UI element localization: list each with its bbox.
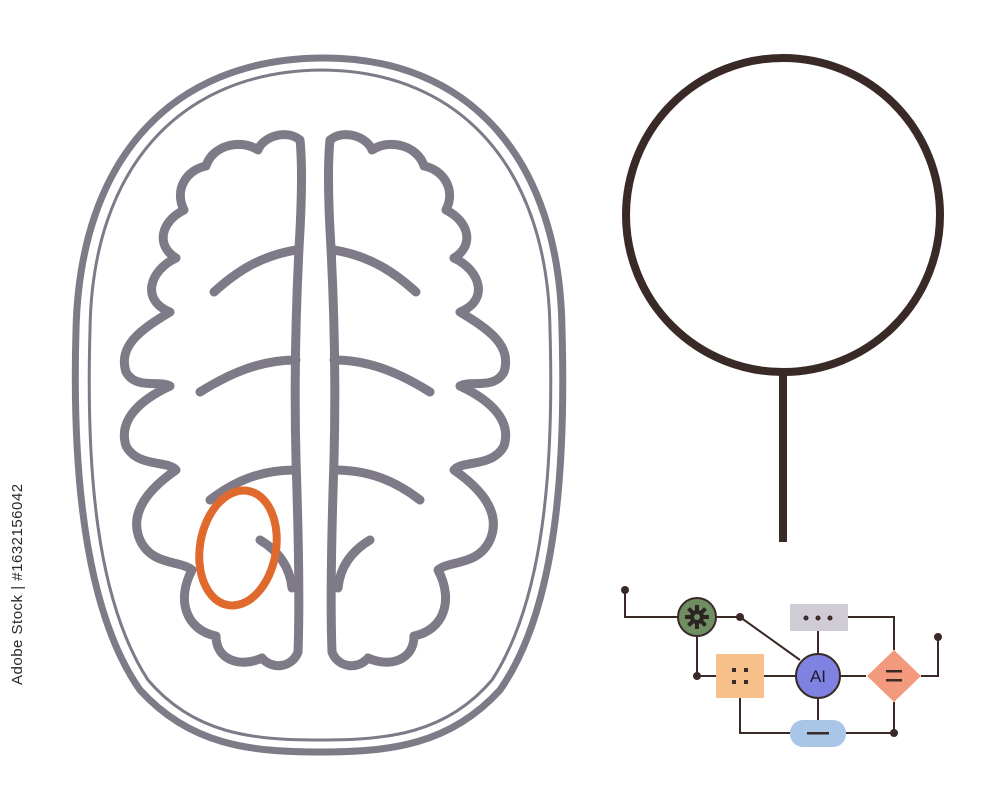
flowchart-junction-dots xyxy=(621,586,942,737)
left-sulcus xyxy=(195,245,301,593)
skull-outline xyxy=(71,54,567,756)
left-hemisphere xyxy=(119,130,306,671)
right-hemisphere xyxy=(324,130,511,671)
right-sulcus xyxy=(329,245,435,593)
dots-node xyxy=(790,604,848,631)
highlight-ellipse xyxy=(195,486,281,610)
ai-label: AI xyxy=(810,667,826,686)
brain-icon xyxy=(71,54,567,756)
flowchart-icon: AI xyxy=(621,586,942,747)
grid-node xyxy=(716,654,764,698)
gear-node xyxy=(677,597,717,637)
ai-chip-icon: AI xyxy=(795,653,841,699)
skull-inner-outline xyxy=(87,68,553,742)
stock-id-label: Adobe Stock | #1632156042 xyxy=(9,483,26,685)
dash-node xyxy=(790,720,846,747)
magnifying-glass-icon xyxy=(622,54,944,542)
magnifier-lens xyxy=(622,54,944,376)
equals-node xyxy=(867,650,921,702)
